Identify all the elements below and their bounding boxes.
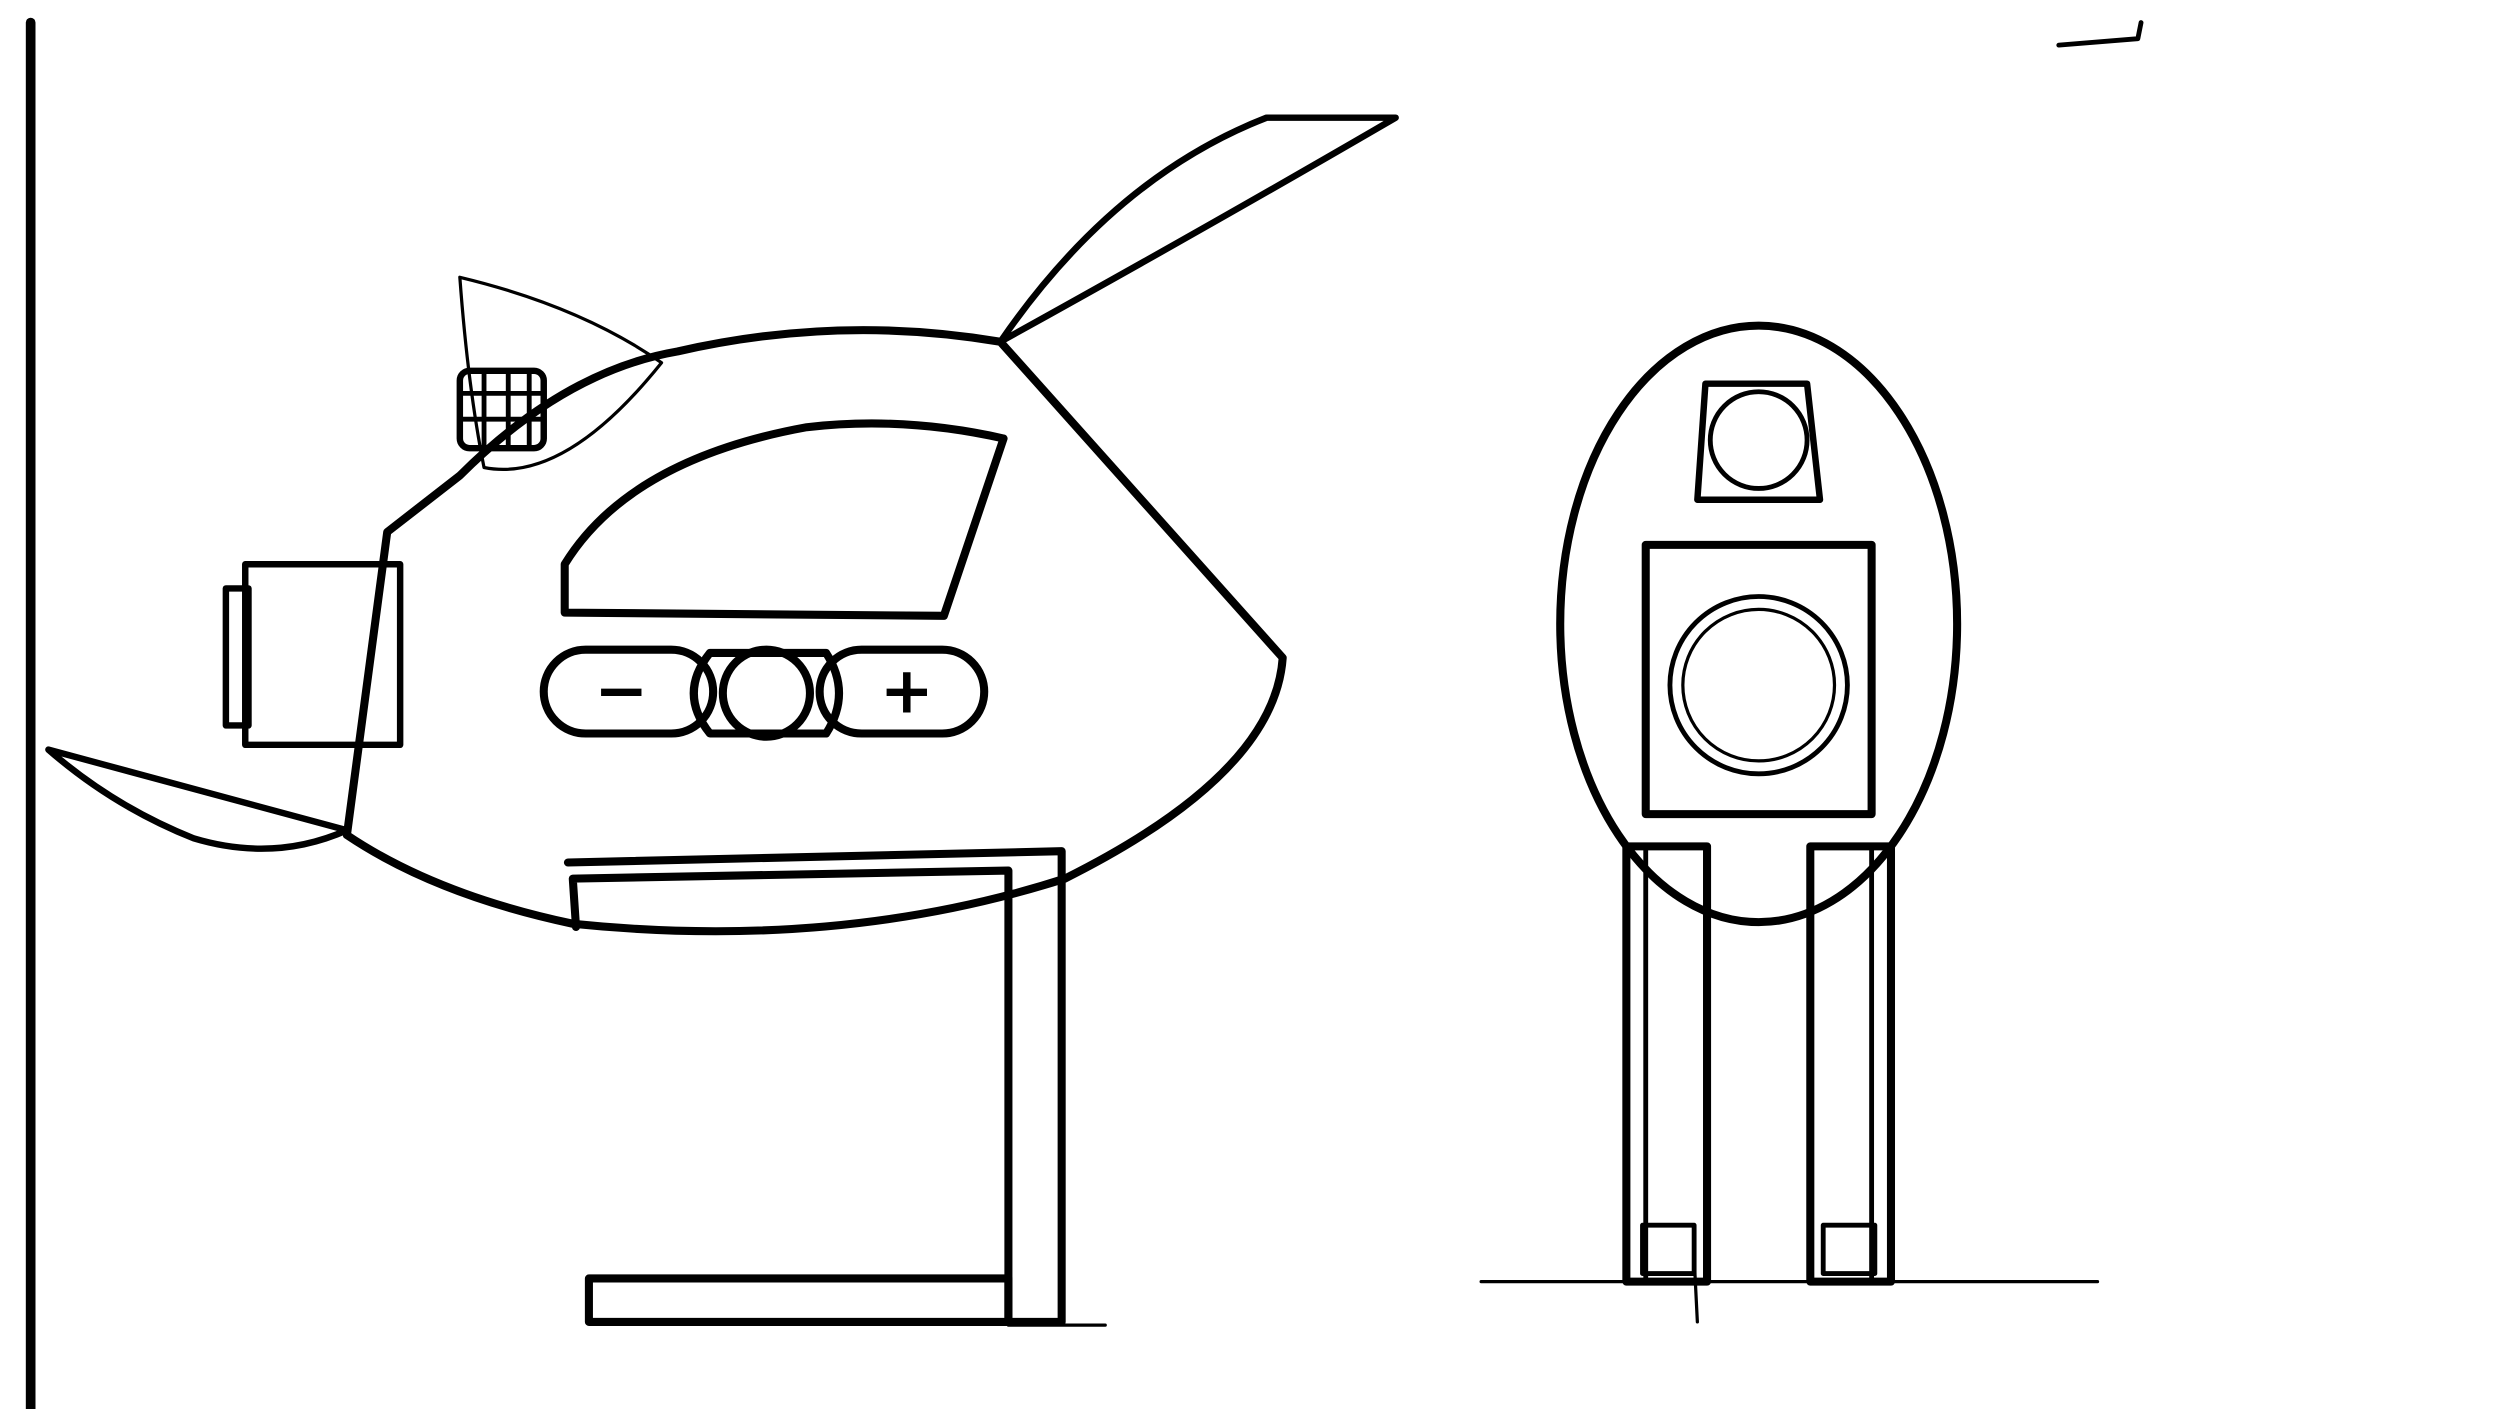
center-housing	[689, 648, 844, 738]
corner-scribble	[2056, 20, 2144, 48]
woofer-outer	[1667, 594, 1850, 777]
power-button[interactable]	[718, 645, 814, 741]
side-stand	[563, 847, 1107, 1327]
woofer-inner	[1681, 607, 1837, 763]
plus-label: +	[880, 654, 934, 729]
volume-down-button[interactable]	[539, 645, 718, 738]
rear-plug	[222, 585, 252, 729]
window	[560, 419, 1008, 620]
control-bar: − +	[539, 645, 989, 741]
tweeter-housing	[1694, 380, 1824, 503]
front-legs	[1622, 842, 1896, 1324]
small-fin	[458, 275, 664, 472]
body-shell	[342, 326, 1287, 936]
side-view: − +	[45, 114, 1399, 1327]
rear-fin	[45, 746, 351, 852]
top-fin	[997, 114, 1399, 345]
woofer-box	[1641, 540, 1876, 819]
minus-label: −	[594, 654, 648, 729]
grill	[456, 367, 547, 452]
tweeter	[1707, 389, 1810, 491]
front-shell	[1556, 321, 1962, 927]
volume-up-button[interactable]	[815, 645, 989, 738]
front-view	[1479, 321, 2100, 1324]
